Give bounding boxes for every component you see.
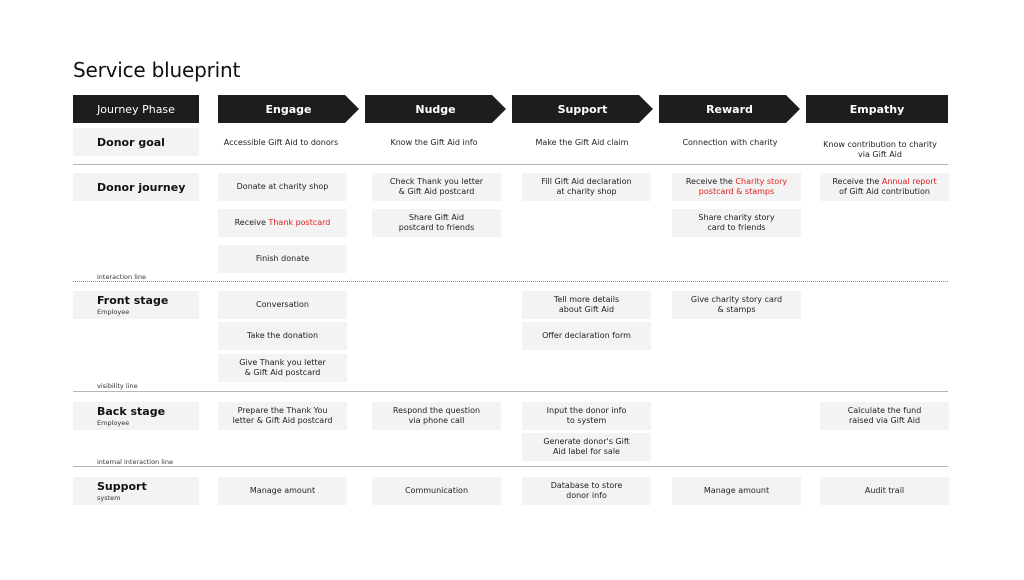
interaction-line-label: interaction line [97,273,146,281]
journey-phase-header: Journey Phase [73,95,199,123]
journey-reward-share: Share charity story card to friends [672,209,801,237]
row-label-text: Donor journey [97,180,186,194]
back-engage-prepare: Prepare the Thank You letter & Gift Aid … [218,402,347,430]
row-label-donor-journey: Donor journey [73,173,199,201]
front-engage-take: Take the donation [218,322,347,350]
phase-nudge: Nudge [365,95,506,123]
front-support-offer: Offer declaration form [522,322,651,350]
sys-support-database: Database to store donor info [522,477,651,505]
front-engage-conversation: Conversation [218,291,347,319]
journey-nudge-check: Check Thank you letter & Gift Aid postca… [372,173,501,201]
journey-highlight: Thank postcard [268,218,331,227]
journey-nudge-share: Share Gift Aid postcard to friends [372,209,501,237]
journey-engage-receive: Receive Thank postcard [218,209,347,237]
row-label-text: Front stage [97,294,169,307]
journey-support-fill: Fill Gift Aid declaration at charity sho… [522,173,651,201]
goal-nudge: Know the Gift Aid info [390,138,478,147]
phase-reward: Reward [659,95,800,123]
goal-reward: Connection with charity [682,138,778,147]
journey-highlight: postcard & stamps [698,187,775,196]
front-support-tell: Tell more details about Gift Aid [522,291,651,319]
phase-engage: Engage [218,95,359,123]
goal-support: Make the Gift Aid claim [535,138,629,147]
back-nudge-respond: Respond the question via phone call [372,402,501,430]
row-label-front-stage: Front stage Employee [73,291,199,319]
visibility-line [73,391,948,392]
row-label-text: Support [97,480,147,493]
sys-engage-manage: Manage amount [218,477,347,505]
row-label-donor-goal: Donor goal [73,128,199,156]
goal-empathy: Know contribution to charity via Gift Ai… [823,140,937,159]
row-label-text: Back stage [97,405,166,418]
internal-line-label: internal interaction line [97,458,173,466]
journey-engage-finish: Finish donate [218,245,347,273]
front-engage-give: Give Thank you letter & Gift Aid postcar… [218,354,347,382]
journey-highlight: Annual report [881,177,937,186]
page-title: Service blueprint [73,58,241,82]
sys-reward-manage: Manage amount [672,477,801,505]
journey-engage-donate: Donate at charity shop [218,173,347,201]
row-label-sub: system [97,494,121,502]
goal-engage: Accessible Gift Aid to donors [223,138,339,147]
journey-text: Receive [234,218,269,227]
internal-interaction-line [73,466,948,467]
sys-nudge-communication: Communication [372,477,501,505]
phase-empathy: Empathy [806,95,948,123]
row-label-back-stage: Back stage Employee [73,402,199,430]
journey-text: of Gift Aid contribution [839,187,930,196]
visibility-line-label: visibility line [97,382,138,390]
interaction-line [73,281,948,282]
row-separator [73,164,948,165]
back-support-input: Input the donor info to system [522,402,651,430]
journey-text: Receive the [832,177,882,186]
front-reward-give: Give charity story card & stamps [672,291,801,319]
row-label-text: Donor goal [97,135,165,149]
journey-text: Receive the [685,177,736,186]
row-label-sub: Employee [97,308,130,316]
sys-empathy-audit: Audit trail [820,477,949,505]
journey-highlight: Charity story [735,177,788,186]
back-empathy-calculate: Calculate the fund raised via Gift Aid [820,402,949,430]
back-support-generate: Generate donor's Gift Aid label for sale [522,433,651,461]
row-label-sub: Employee [97,419,130,427]
phase-support: Support [512,95,653,123]
row-label-support: Support system [73,477,199,505]
